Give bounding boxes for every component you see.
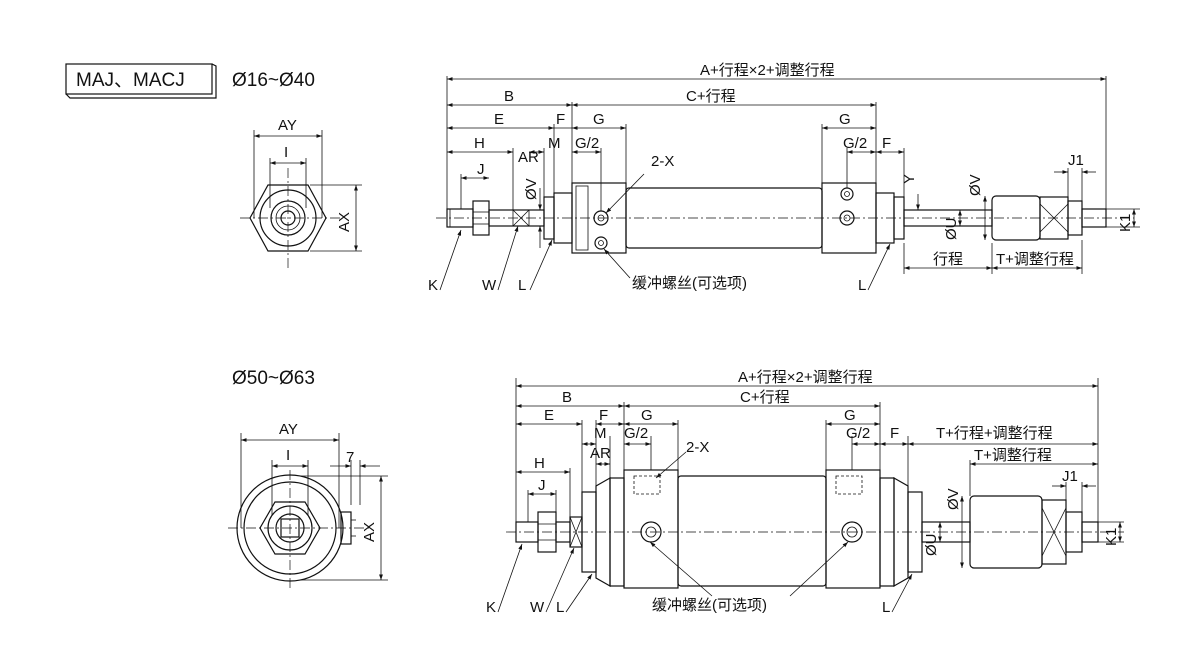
dim-t-large: T+调整行程 [974,447,1052,464]
dim-m-large: M [594,425,607,442]
dim-x-small: 2-X [651,153,674,170]
dim-g2-large-left: G/2 [624,425,648,442]
dim-t-full-large: T+行程+调整行程 [936,425,1053,442]
dim-e-large: E [544,407,554,424]
dim-f-small-right: F [882,135,891,152]
dim-y-small: Y [901,174,918,184]
dim-f-large-right: F [890,425,899,442]
dim-g2-large-right: G/2 [846,425,870,442]
dim-v-small-left: ØV [523,178,540,200]
series-label: MAJ、MACJ [76,70,185,91]
cushion-screw-large: 缓冲螺丝(可选项) [652,597,767,614]
dim-j1-large: J1 [1062,468,1078,485]
label-w-large: W [530,599,545,616]
dim-g-large-left: G [641,407,653,424]
dim-ar-small: AR [518,149,539,166]
dim-g2-small-left: G/2 [575,135,599,152]
label-l-large-right: L [882,599,890,616]
dim-u-large: ØU [923,534,940,557]
dim-i-small: I [284,144,288,161]
dim-c-small: C+行程 [686,88,736,105]
dim-k1-small: K1 [1117,214,1134,232]
end-view-large [228,433,388,590]
dim-i-large: I [286,447,290,464]
label-w-small: W [482,277,497,294]
side-view-small [436,76,1140,291]
cushion-screw-small: 缓冲螺丝(可选项) [632,275,747,292]
dim-b-large: B [562,389,572,406]
dim-a-large: A+行程×2+调整行程 [738,369,873,386]
dim-h-small: H [474,135,485,152]
dim-stroke-small: 行程 [933,251,963,268]
dim-e-small: E [494,111,504,128]
dim-ax-large: AX [361,522,378,542]
dim-h-large: H [534,455,545,472]
dim-v-large: ØV [945,488,962,510]
dim-j-large: J [538,477,546,494]
dim-b-small: B [504,88,514,105]
dim-f-large: F [599,407,608,424]
dim-g2-small-right: G/2 [843,135,867,152]
dim-t-small: T+调整行程 [996,251,1074,268]
bore-range-large: Ø50~Ø63 [232,368,315,389]
dim-f-small: F [556,111,565,128]
dim-m-small: M [548,135,561,152]
label-l-small: L [518,277,526,294]
label-k-small: K [428,277,438,294]
label-l-small-right: L [858,277,866,294]
dim-k1-large: K1 [1103,528,1120,546]
dim-a-small: A+行程×2+调整行程 [700,62,835,79]
dim-ax-small: AX [336,212,353,232]
series-title-box [65,63,217,99]
dim-j-small: J [477,161,485,178]
dim-u-small: ØU [943,218,960,241]
dim-g-small-left: G [593,111,605,128]
dim-x-large: 2-X [686,439,709,456]
bore-range-small: Ø16~Ø40 [232,70,315,91]
dim-ar-large: AR [590,445,611,462]
dim-v-small-right: ØV [967,174,984,196]
dim-g-small-right: G [839,111,851,128]
label-l-large: L [556,599,564,616]
dim-j1-small: J1 [1068,152,1084,169]
dim-ay-small: AY [278,117,297,134]
dim-c-large: C+行程 [740,389,790,406]
dim-ay-large: AY [279,421,298,438]
side-view-large [497,378,1124,613]
dim-g-large-right: G [844,407,856,424]
label-k-large: K [486,599,496,616]
end-view-small [240,130,362,270]
dim-seven-large: 7 [346,449,354,466]
